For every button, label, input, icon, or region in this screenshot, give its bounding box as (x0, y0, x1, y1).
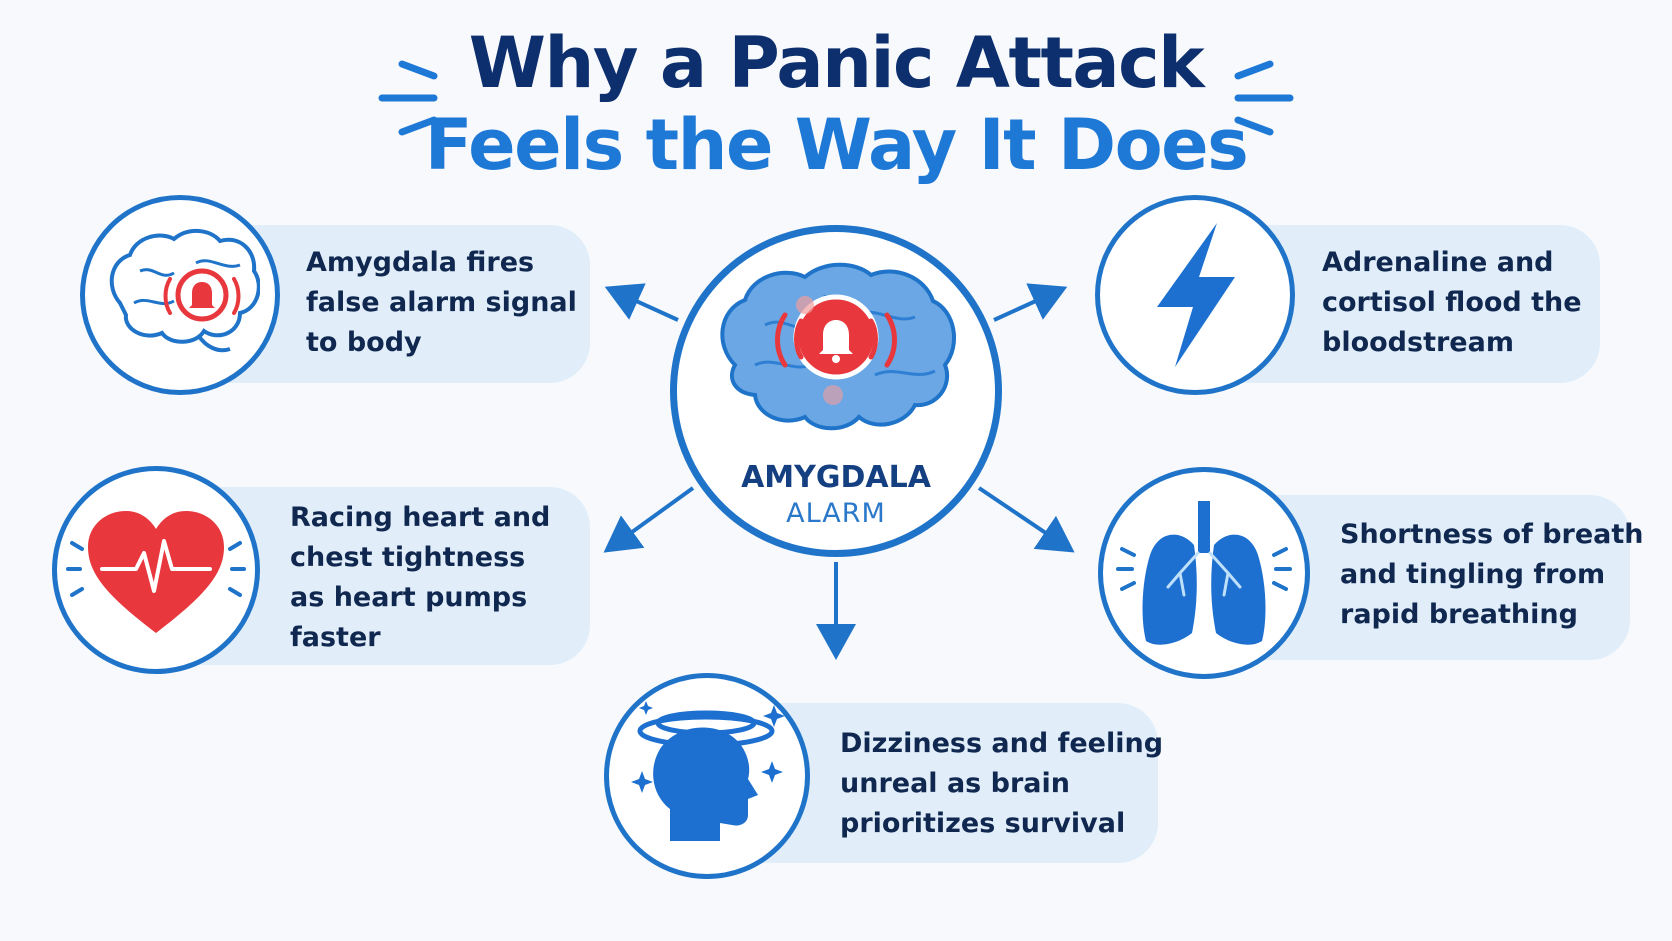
title-dashes-left-icon (378, 60, 438, 136)
lightning-bolt-icon (1157, 223, 1235, 367)
title-line-2: Feels the Way It Does (424, 104, 1249, 186)
step-3-line-3: as heart pumps (290, 582, 528, 613)
step-3-text: Racing heart and chest tightness as hear… (290, 498, 550, 658)
step-1-line-1: Amygdala fires (306, 247, 535, 278)
brain-with-alarm-bell-icon (720, 262, 957, 431)
step-5-icon-circle (604, 673, 810, 879)
arrow-to-step-2 (993, 283, 1068, 322)
step-1-line-2: false alarm signal (306, 287, 577, 318)
step-3-line-1: Racing heart and (290, 502, 551, 533)
title-line-1: Why a Panic Attack (468, 22, 1205, 104)
step-5-line-2: unreal as brain (840, 768, 1070, 799)
arrow-to-step-4 (977, 486, 1075, 553)
lungs-icon (1116, 501, 1292, 645)
center-label-alarm: ALARM (786, 498, 886, 529)
arrow-to-step-3 (603, 486, 695, 553)
step-5-line-1: Dizziness and feeling (840, 728, 1164, 759)
step-4-line-3: rapid breathing (1340, 599, 1578, 630)
step-5-text: Dizziness and feeling unreal as brain pr… (840, 724, 1163, 844)
step-3-icon-circle (52, 466, 260, 674)
step-4-line-1: Shortness of breath (1340, 519, 1644, 550)
step-2-line-2: cortisol flood the (1322, 287, 1582, 318)
heart-pulse-icon (66, 511, 246, 633)
step-3-line-4: faster (290, 622, 381, 653)
arrow-to-step-1 (604, 283, 679, 322)
brain-alarm-icon (109, 229, 260, 353)
step-4-line-2: and tingling from (1340, 559, 1606, 590)
step-2-line-1: Adrenaline and (1322, 247, 1554, 278)
step-3-line-2: chest tightness (290, 542, 526, 573)
step-2-text: Adrenaline and cortisol flood the bloods… (1322, 243, 1582, 363)
step-5-line-3: prioritizes survival (840, 808, 1126, 839)
step-1-text: Amygdala fires false alarm signal to bod… (306, 243, 577, 363)
dizzy-head-icon (631, 701, 785, 841)
step-4-text: Shortness of breath and tingling from ra… (1340, 515, 1644, 635)
step-1-icon-circle (80, 195, 280, 395)
title-dashes-right-icon (1234, 60, 1294, 136)
step-1-line-3: to body (306, 327, 422, 358)
center-label-amygdala: AMYGDALA (741, 460, 931, 495)
step-4-icon-circle (1098, 467, 1310, 679)
step-2-icon-circle (1095, 195, 1295, 395)
step-2-line-3: bloodstream (1322, 327, 1514, 358)
